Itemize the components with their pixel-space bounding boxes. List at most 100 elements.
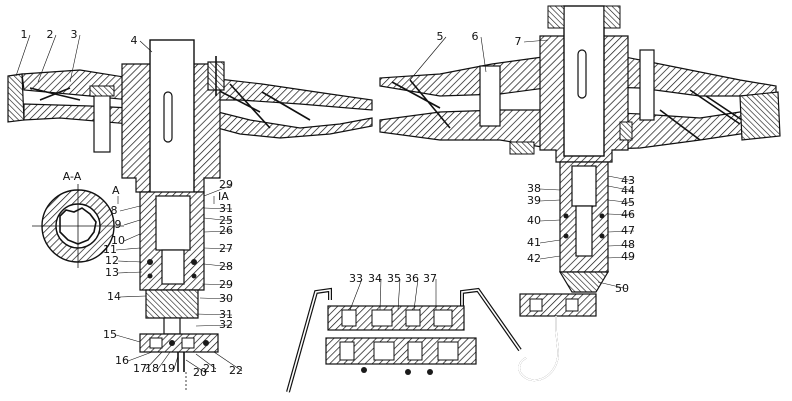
callout-33: 33 — [349, 272, 363, 285]
middle-valve-assembly — [286, 287, 522, 393]
callout-leader-45 — [607, 199, 635, 204]
callout-leader-10 — [123, 233, 141, 242]
callout-leader-33 — [349, 278, 363, 311]
callout-2: 2 — [47, 28, 54, 41]
callout-50: 50 — [615, 282, 629, 295]
section-title-a-a: A-A — [63, 170, 82, 183]
section-mark-a-right: IA — [218, 190, 229, 203]
callout-leader-36 — [413, 278, 419, 311]
callout-leader-38 — [539, 188, 561, 191]
callout-5: 5 — [437, 30, 444, 43]
callout-leader-32 — [195, 324, 233, 327]
left-beam-rib-lines — [29, 83, 311, 129]
callout-leader-17 — [145, 351, 163, 370]
callout-37: 37 — [423, 272, 437, 285]
callout-leader-28 — [203, 263, 233, 268]
callout-38: 38 — [527, 182, 541, 195]
callout-leader-47 — [607, 230, 635, 233]
callout-46: 46 — [621, 208, 635, 221]
callout-leader-13 — [117, 271, 143, 274]
callout-leader-44 — [607, 185, 635, 192]
callout-6: 6 — [472, 30, 479, 43]
callout-31: 31 — [219, 202, 233, 215]
callout-40: 40 — [527, 214, 541, 227]
callout-18: 18 — [145, 362, 159, 375]
left-wheel-rim — [7, 73, 25, 123]
callout-leader-40 — [539, 219, 561, 222]
callout-leader-34 — [379, 278, 382, 311]
callout-15: 15 — [103, 328, 117, 341]
callout-14: 14 — [107, 290, 121, 303]
callout-leader-16 — [127, 351, 153, 362]
callout-20: 20 — [193, 366, 207, 379]
callout-leader-26 — [203, 230, 233, 233]
callout-41: 41 — [527, 236, 541, 249]
callout-45: 45 — [621, 196, 635, 209]
callout-leader-12 — [117, 260, 143, 263]
callout-leader-30 — [199, 297, 233, 300]
callout-leader-46 — [607, 213, 635, 216]
callout-36: 36 — [405, 272, 419, 285]
callout-11: 11 — [103, 243, 117, 256]
callout-3: 3 — [71, 28, 78, 41]
callout-7: 7 — [515, 35, 522, 48]
callout-1: 1 — [21, 28, 28, 41]
right-wheel-rim — [739, 91, 781, 141]
callout-32: 32 — [219, 318, 233, 331]
callout-22: 22 — [229, 364, 243, 377]
callout-leader-31 — [203, 207, 233, 210]
callout-34: 34 — [368, 272, 382, 285]
callout-leader-31 — [195, 313, 233, 316]
callout-26: 26 — [219, 224, 233, 237]
callout-12: 12 — [105, 254, 119, 267]
callout-25: 25 — [219, 214, 233, 227]
callout-17: 17 — [133, 362, 147, 375]
callout-leader-14 — [119, 295, 147, 298]
callout-44: 44 — [621, 184, 635, 197]
callout-29: 29 — [219, 278, 233, 291]
callout-16: 16 — [115, 354, 129, 367]
right-beam-rib-lines — [391, 79, 761, 141]
callout-29: 29 — [219, 178, 233, 191]
callout-10: 10 — [111, 234, 125, 247]
callout-9: 9 — [115, 218, 122, 231]
callout-27: 27 — [219, 242, 233, 255]
middle-left-pipe — [286, 287, 332, 393]
callout-leader-50 — [597, 281, 629, 290]
callout-42: 42 — [527, 252, 541, 265]
left-hub-assembly — [7, 39, 373, 392]
callout-leader-48 — [607, 244, 635, 247]
left-bolt-stub — [93, 91, 111, 153]
callout-19: 19 — [161, 362, 175, 375]
callout-leader-15 — [115, 334, 141, 343]
left-drain-tube — [177, 352, 185, 372]
callout-leader-1 — [15, 34, 31, 77]
callout-leader-7 — [523, 39, 549, 43]
callout-leader-35 — [397, 278, 401, 311]
callout-35: 35 — [387, 272, 401, 285]
callout-leader-27 — [203, 247, 233, 250]
callout-49: 49 — [621, 250, 635, 263]
section-mark-a-left: A — [112, 184, 120, 197]
callout-leader-41 — [539, 239, 561, 244]
callout-8: 8 — [111, 204, 118, 217]
callout-leader-9 — [123, 219, 141, 226]
callout-28: 28 — [219, 260, 233, 273]
callout-47: 47 — [621, 224, 635, 237]
callout-leader-8 — [119, 205, 141, 212]
callout-leader-43 — [607, 175, 635, 182]
callout-31: 31 — [219, 308, 233, 321]
callout-39: 39 — [527, 194, 541, 207]
callout-leader-2 — [37, 34, 57, 83]
callout-leader-6 — [480, 36, 487, 73]
callout-43: 43 — [621, 174, 635, 187]
callout-leader-4 — [139, 40, 153, 53]
callout-leader-29 — [203, 184, 233, 197]
callout-48: 48 — [621, 238, 635, 251]
callout-leader-29 — [201, 283, 233, 286]
callout-30: 30 — [219, 292, 233, 305]
callout-leader-19 — [173, 355, 179, 370]
callout-leader-5 — [409, 36, 447, 81]
